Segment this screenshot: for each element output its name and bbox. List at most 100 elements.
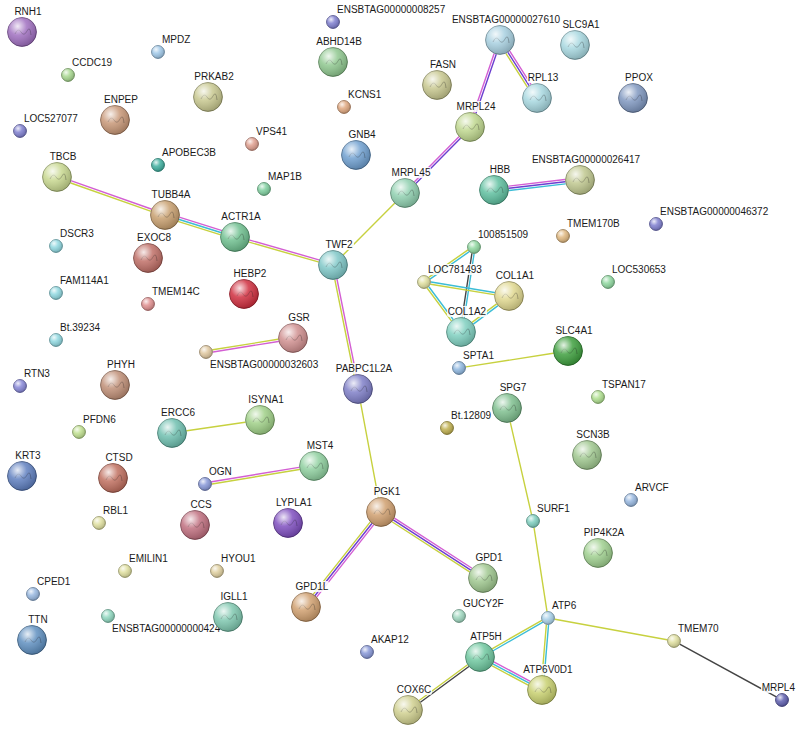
node-circle xyxy=(49,333,63,347)
node-circle xyxy=(337,100,351,114)
node-circle xyxy=(13,379,27,393)
node-label: GUCY2F xyxy=(462,598,505,609)
interaction-edge xyxy=(249,240,319,262)
interaction-edge xyxy=(431,282,495,295)
node-circle xyxy=(591,390,605,404)
node-circle xyxy=(667,634,681,648)
node-label: TMEM70 xyxy=(677,623,720,634)
node-circle xyxy=(7,17,37,47)
protein-node: CPED1 xyxy=(26,587,40,601)
node-circle xyxy=(98,463,128,493)
node-label: ENSBTAG00000032603 xyxy=(209,359,319,370)
protein-node: ENSBTAG00000000424 xyxy=(101,609,115,623)
node-label: ENPEP xyxy=(103,94,139,105)
protein-node: CTSD xyxy=(98,463,128,493)
interaction-edge xyxy=(392,518,471,571)
node-label: CCS xyxy=(189,499,212,510)
protein-node: PABPC1L2A xyxy=(343,374,373,404)
node-circle xyxy=(180,510,210,540)
node-label: GPD1 xyxy=(474,552,503,563)
node-circle xyxy=(572,440,602,470)
node-label: RBL1 xyxy=(102,505,129,516)
node-label: PIP4K2A xyxy=(583,527,626,538)
protein-node: ENSBTAG00000026417 xyxy=(565,165,595,195)
protein-node: COL1A1 xyxy=(494,281,524,311)
node-label: PHYH xyxy=(106,359,136,370)
protein-node: GUCY2F xyxy=(452,609,466,623)
node-label: LYPLA1 xyxy=(275,497,313,508)
node-circle xyxy=(157,418,187,448)
node-label: HBB xyxy=(489,164,512,175)
protein-node: KRT3 xyxy=(7,461,37,491)
node-circle xyxy=(17,625,47,655)
node-circle xyxy=(150,200,180,230)
protein-node: GPD1L xyxy=(291,592,321,622)
node-label: ATP6V0D1 xyxy=(522,664,573,675)
node-circle xyxy=(775,693,789,707)
node-label: KCNS1 xyxy=(347,89,382,100)
node-label: RTN3 xyxy=(23,368,51,379)
node-circle xyxy=(440,421,454,435)
node-label: TBCB xyxy=(49,151,78,162)
protein-node: TSPAN17 xyxy=(591,390,605,404)
protein-node: HBB xyxy=(479,175,509,205)
protein-node: SURF1 xyxy=(526,514,540,528)
node-circle xyxy=(360,645,374,659)
protein-node: ENSBTAG00000046372 xyxy=(649,217,663,231)
protein-node: MRPL24 xyxy=(455,112,485,142)
node-circle xyxy=(26,587,40,601)
node-label: FAM114A1 xyxy=(59,275,110,286)
node-circle xyxy=(133,243,163,273)
node-label: COL1A1 xyxy=(495,270,535,281)
node-circle xyxy=(494,281,524,311)
protein-node: PFDN6 xyxy=(72,425,86,439)
node-label: SURF1 xyxy=(536,503,571,514)
node-label: ERCC6 xyxy=(160,407,196,418)
node-label: ATP6 xyxy=(551,600,577,611)
protein-node: RNH1 xyxy=(7,17,37,47)
node-label: EMILIN1 xyxy=(128,553,169,564)
node-circle xyxy=(422,70,452,100)
node-label: TWF2 xyxy=(324,239,353,250)
interaction-edge xyxy=(187,422,245,431)
node-label: ENSBTAG00000026417 xyxy=(531,154,641,165)
protein-node: ABHD14B xyxy=(318,47,348,77)
protein-node: GSR xyxy=(278,323,308,353)
node-label: RPL13 xyxy=(527,72,560,83)
node-label: FASN xyxy=(429,59,457,70)
node-label: TTN xyxy=(27,614,48,625)
node-label: DSCR3 xyxy=(59,228,95,239)
protein-node: IGLL1 xyxy=(213,602,243,632)
node-circle xyxy=(151,45,165,59)
node-label: LOC781493 xyxy=(427,264,483,275)
protein-node: RTN3 xyxy=(13,379,27,393)
node-circle xyxy=(299,451,329,481)
node-label: LOC527077 xyxy=(23,113,79,124)
node-label: TMEM170B xyxy=(566,218,621,229)
node-circle xyxy=(118,564,132,578)
protein-node: ATP6V0D1 xyxy=(527,675,557,705)
interaction-edge xyxy=(71,181,151,211)
node-label: PPOX xyxy=(624,72,654,83)
node-circle xyxy=(343,374,373,404)
node-circle xyxy=(245,405,275,435)
node-label: AKAP12 xyxy=(370,634,410,645)
node-circle xyxy=(485,25,515,55)
node-circle xyxy=(560,30,590,60)
node-circle xyxy=(220,222,250,252)
node-circle xyxy=(100,370,130,400)
protein-node: APOBEC3B xyxy=(151,158,165,172)
protein-node: Bt.12809 xyxy=(440,421,454,435)
protein-node: KCNS1 xyxy=(337,100,351,114)
protein-node: LOC781493 xyxy=(417,275,431,289)
node-circle xyxy=(393,695,423,725)
node-label: ABHD14B xyxy=(315,36,363,47)
node-circle xyxy=(526,514,540,528)
node-circle xyxy=(101,609,115,623)
node-label: HEBP2 xyxy=(233,268,268,279)
node-label: COX6C xyxy=(396,684,432,695)
interaction-edge xyxy=(335,279,356,374)
protein-node: 100851509 xyxy=(467,240,481,254)
node-label: MST4 xyxy=(306,440,335,451)
